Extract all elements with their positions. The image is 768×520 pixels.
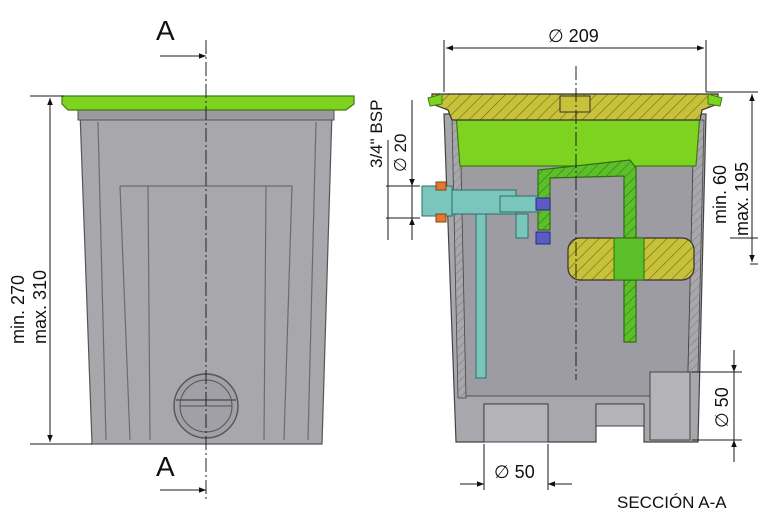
inlet-nut-top: [435, 181, 447, 191]
bottom-outlet: [483, 403, 549, 443]
lid-center-boss: [559, 95, 591, 113]
nut-bottom: [535, 231, 551, 245]
inlet-diameter-label: ∅ 20: [391, 134, 410, 172]
side-outlet: [649, 371, 691, 441]
left-dim-max: max. 310: [30, 270, 50, 344]
section-view: ∅ 209 3/4" BSP ∅ 20 min. 60 max. 195 ∅ 5…: [367, 26, 758, 512]
box-ribs: [97, 121, 317, 441]
lid: [61, 95, 355, 111]
left-view: A A min. 270 max. 310: [8, 15, 355, 500]
valve-assembly: [421, 181, 551, 379]
right-dim-max: max. 195: [732, 162, 752, 236]
side-diameter-label: ∅ 50: [712, 387, 732, 428]
section-mark-bottom: A: [156, 451, 175, 482]
lid-lip-right: [707, 93, 723, 107]
right-dim-min: min. 60: [710, 165, 730, 224]
left-dim-min: min. 270: [8, 275, 28, 344]
section-caption: SECCIÓN A-A: [617, 493, 727, 512]
inlet-nut-bottom: [435, 213, 447, 223]
bottom-rib: [595, 403, 645, 427]
lid-inner: [455, 113, 701, 167]
top-diameter-label: ∅ 209: [548, 26, 599, 46]
bottom-diameter-label: ∅ 50: [494, 462, 535, 482]
lid-lip-left: [427, 93, 443, 107]
section-mark-top: A: [156, 15, 175, 46]
thread-label: 3/4" BSP: [367, 100, 386, 168]
nut-top: [535, 197, 551, 211]
float-collar: [613, 237, 645, 281]
